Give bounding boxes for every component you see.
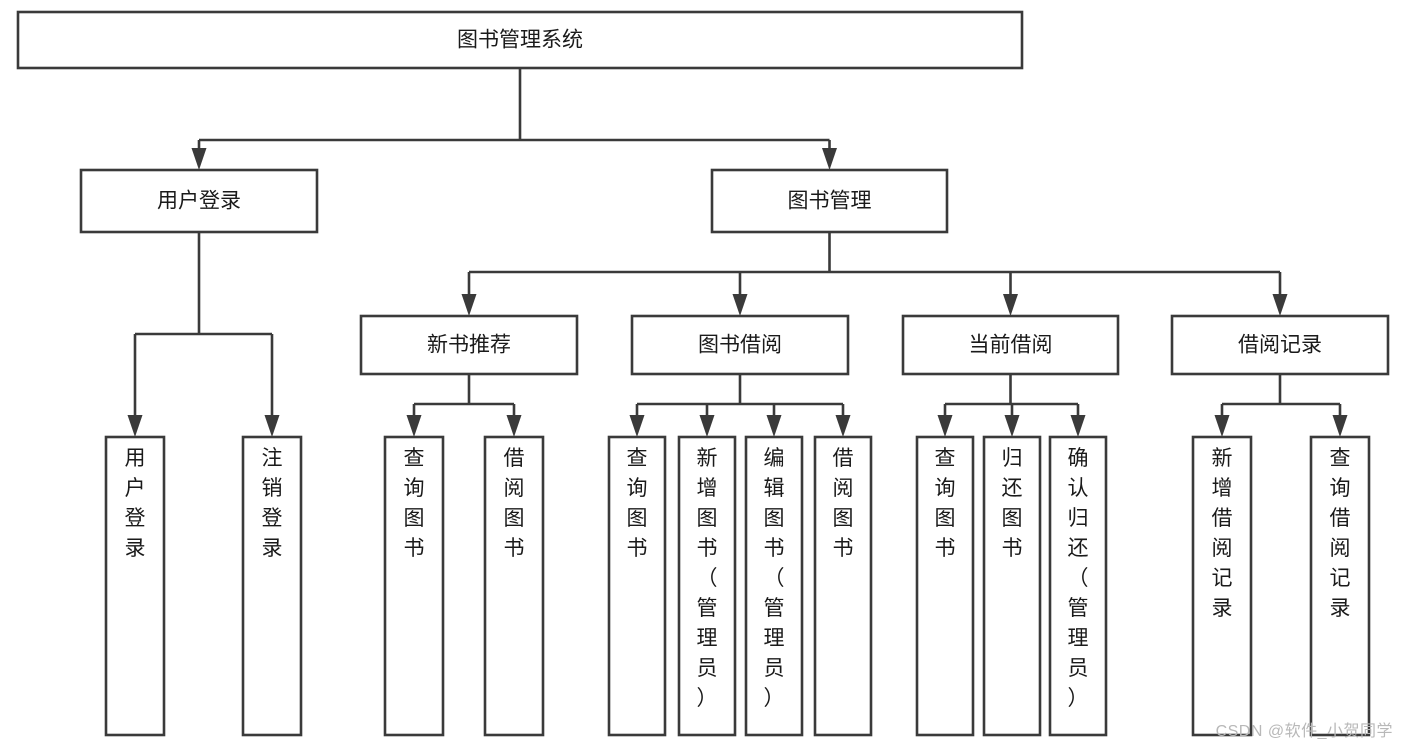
node-box bbox=[483, 435, 545, 737]
node-label: 图书借阅 bbox=[698, 334, 782, 357]
node-label: 借阅图书 bbox=[504, 447, 525, 560]
arrow-head-icon bbox=[191, 148, 207, 170]
node-leaf-query-book-borrow[interactable]: 查询图书 bbox=[607, 435, 667, 737]
node-label: 查询借阅记录 bbox=[1330, 447, 1351, 620]
node-borrow-record[interactable]: 借阅记录 bbox=[1170, 314, 1390, 376]
node-box bbox=[915, 435, 975, 737]
node-root[interactable]: 图书管理系统 bbox=[16, 10, 1024, 70]
node-label: 查询图书 bbox=[935, 447, 956, 560]
node-label: 图书管理 bbox=[788, 190, 872, 213]
node-leaf-return-book[interactable]: 归还图书 bbox=[982, 435, 1042, 737]
arrow-head-icon bbox=[629, 415, 645, 437]
arrow-head-icon bbox=[1332, 415, 1348, 437]
node-label: 借阅记录 bbox=[1238, 334, 1322, 357]
node-box bbox=[383, 435, 445, 737]
node-box bbox=[630, 314, 850, 376]
node-leaf-query-book-current[interactable]: 查询图书 bbox=[915, 435, 975, 737]
node-label: 用户登录 bbox=[125, 447, 146, 560]
node-leaf-add-book-admin[interactable]: 新增图书（管理员） bbox=[677, 435, 737, 737]
node-leaf-user-login[interactable]: 用户登录 bbox=[104, 435, 166, 737]
node-box bbox=[1191, 435, 1253, 737]
node-leaf-query-borrow-record[interactable]: 查询借阅记录 bbox=[1309, 435, 1371, 737]
node-new-book-recommend[interactable]: 新书推荐 bbox=[359, 314, 579, 376]
arrow-head-icon bbox=[732, 294, 748, 316]
node-box bbox=[16, 10, 1024, 70]
arrow-head-icon bbox=[699, 415, 715, 437]
node-leaf-add-borrow-record[interactable]: 新增借阅记录 bbox=[1191, 435, 1253, 737]
node-box bbox=[901, 314, 1120, 376]
node-leaf-logout-login[interactable]: 注销登录 bbox=[241, 435, 303, 737]
node-label: 确认归还（管理员） bbox=[1068, 447, 1089, 710]
node-label: 新书推荐 bbox=[427, 334, 511, 357]
node-label: 用户登录 bbox=[157, 190, 241, 213]
node-current-borrow[interactable]: 当前借阅 bbox=[901, 314, 1120, 376]
node-box bbox=[677, 435, 737, 737]
node-user-login[interactable]: 用户登录 bbox=[79, 168, 319, 234]
node-label: 查询图书 bbox=[627, 447, 648, 560]
arrow-head-icon bbox=[406, 415, 422, 437]
arrow-head-icon bbox=[1070, 415, 1086, 437]
arrow-head-icon bbox=[506, 415, 522, 437]
node-label: 新增借阅记录 bbox=[1212, 447, 1233, 620]
node-leaf-borrow-book-recommend[interactable]: 借阅图书 bbox=[483, 435, 545, 737]
node-box bbox=[813, 435, 873, 737]
node-leaf-edit-book-admin[interactable]: 编辑图书（管理员） bbox=[744, 435, 804, 737]
arrow-head-icon bbox=[835, 415, 851, 437]
node-box bbox=[982, 435, 1042, 737]
node-leaf-borrow-book[interactable]: 借阅图书 bbox=[813, 435, 873, 737]
node-box bbox=[710, 168, 949, 234]
node-box bbox=[79, 168, 319, 234]
arrow-head-icon bbox=[461, 294, 477, 316]
arrow-head-icon bbox=[1003, 294, 1018, 316]
node-label: 当前借阅 bbox=[969, 334, 1053, 357]
node-label: 新增图书（管理员） bbox=[697, 447, 718, 710]
arrow-head-icon bbox=[1272, 294, 1288, 316]
arrow-head-icon bbox=[1214, 415, 1230, 437]
arrow-head-icon bbox=[264, 415, 280, 437]
node-box bbox=[1170, 314, 1390, 376]
node-label: 归还图书 bbox=[1002, 447, 1023, 560]
connector-layer bbox=[127, 68, 1348, 437]
node-label: 注销登录 bbox=[262, 447, 283, 560]
arrow-head-icon bbox=[127, 415, 143, 437]
node-box bbox=[607, 435, 667, 737]
node-box bbox=[241, 435, 303, 737]
node-leaf-confirm-return-admin[interactable]: 确认归还（管理员） bbox=[1048, 435, 1108, 737]
node-box bbox=[359, 314, 579, 376]
node-box bbox=[1048, 435, 1108, 737]
node-book-borrow[interactable]: 图书借阅 bbox=[630, 314, 850, 376]
arrow-head-icon bbox=[766, 415, 782, 437]
arrow-head-icon bbox=[822, 148, 837, 170]
node-label: 编辑图书（管理员） bbox=[764, 447, 785, 710]
node-box bbox=[104, 435, 166, 737]
node-layer: 图书管理系统用户登录图书管理新书推荐图书借阅当前借阅借阅记录用户登录注销登录查询… bbox=[16, 10, 1390, 737]
arrow-head-icon bbox=[1004, 415, 1020, 437]
csdn-watermark: CSDN @软件_小贺同学 bbox=[1215, 723, 1393, 740]
node-box bbox=[1309, 435, 1371, 737]
node-label: 查询图书 bbox=[404, 447, 425, 560]
node-box bbox=[744, 435, 804, 737]
node-leaf-query-book-recommend[interactable]: 查询图书 bbox=[383, 435, 445, 737]
node-label: 图书管理系统 bbox=[457, 29, 583, 52]
node-label: 借阅图书 bbox=[833, 447, 854, 560]
node-book-manage[interactable]: 图书管理 bbox=[710, 168, 949, 234]
arrow-head-icon bbox=[937, 415, 953, 437]
